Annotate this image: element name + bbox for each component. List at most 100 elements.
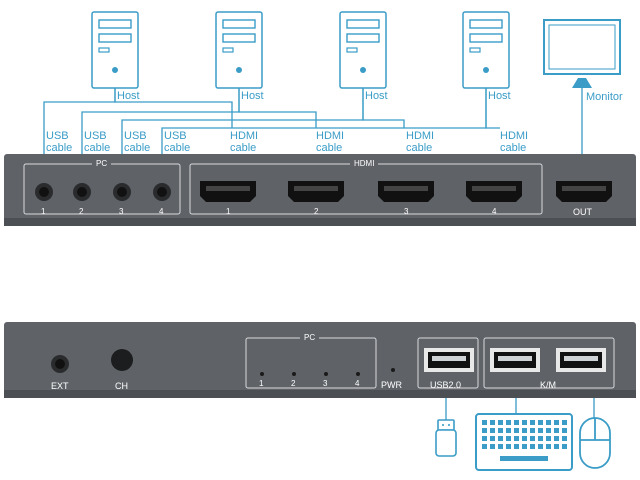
front-pc-port-label-1: 1 bbox=[41, 207, 46, 216]
keyboard-key bbox=[498, 436, 503, 441]
rear-ext-label: EXT bbox=[51, 381, 69, 391]
rear-pc-led-label-3: 3 bbox=[323, 379, 328, 388]
keyboard-key bbox=[506, 436, 511, 441]
monitor-icon bbox=[543, 19, 621, 88]
keyboard-key bbox=[490, 420, 495, 425]
keyboard-key bbox=[482, 428, 487, 433]
front-hdmi-port-label-2: 2 bbox=[314, 207, 319, 216]
keyboard-key bbox=[506, 428, 511, 433]
keyboard-key bbox=[514, 420, 519, 425]
host-tower-2 bbox=[215, 11, 263, 89]
keyboard-key bbox=[522, 444, 527, 449]
keyboard-key bbox=[514, 436, 519, 441]
keyboard-key bbox=[522, 420, 527, 425]
pc-port-2 bbox=[73, 183, 91, 201]
keyboard-key bbox=[514, 444, 519, 449]
keyboard-key bbox=[538, 444, 543, 449]
rear-panel bbox=[4, 322, 636, 398]
keyboard-key bbox=[506, 420, 511, 425]
keyboard-key bbox=[490, 436, 495, 441]
front-pc-port-label-4: 4 bbox=[159, 207, 164, 216]
rear-usb-label: USB2.0 bbox=[430, 380, 462, 390]
usb-cable-3-line1: USB bbox=[124, 130, 147, 142]
front-pc-port-label-2: 2 bbox=[79, 207, 84, 216]
ext-jack bbox=[51, 355, 69, 373]
usb-cable-4-line1: USB bbox=[164, 130, 187, 142]
rear-pc-led-label-2: 2 bbox=[291, 379, 296, 388]
hdmi-port-4 bbox=[466, 181, 522, 202]
keyboard-key bbox=[498, 428, 503, 433]
keyboard-key bbox=[522, 436, 527, 441]
usb-cable-2-line1: USB bbox=[84, 130, 107, 142]
keyboard-key bbox=[538, 428, 543, 433]
rear-km-label: K/M bbox=[540, 380, 557, 390]
hdmi-cable-4-line1: HDMI bbox=[500, 130, 529, 142]
keyboard-key bbox=[530, 444, 535, 449]
keyboard-key bbox=[554, 444, 559, 449]
keyboard-key bbox=[498, 420, 503, 425]
keyboard-key bbox=[546, 444, 551, 449]
keyboard-key bbox=[546, 420, 551, 425]
usb-cable-1-line2: cable bbox=[46, 142, 73, 154]
front-hdmi-group-label: HDMI bbox=[350, 160, 379, 168]
keyboard-key bbox=[530, 436, 535, 441]
pc-port-1 bbox=[35, 183, 53, 201]
km-port-2 bbox=[556, 348, 606, 372]
host-tower-4 bbox=[462, 11, 510, 89]
usb-cable-2-line2: cable bbox=[84, 142, 111, 154]
front-pc-port-label-3: 3 bbox=[119, 207, 124, 216]
keyboard-key bbox=[538, 420, 543, 425]
keyboard-key bbox=[482, 420, 487, 425]
hdmi-cable-3-line1: HDMI bbox=[406, 130, 435, 142]
host-tower-1 bbox=[91, 11, 139, 89]
keyboard-key bbox=[554, 420, 559, 425]
rear-pc-group-label: PC bbox=[300, 334, 320, 342]
front-hdmi-port-label-4: 4 bbox=[492, 207, 497, 216]
keyboard-key bbox=[506, 444, 511, 449]
keyboard-key bbox=[482, 444, 487, 449]
hdmi-cable-2-line2: cable bbox=[316, 142, 343, 154]
front-panel bbox=[4, 154, 636, 226]
usb-cable-1-line1: USB bbox=[46, 130, 69, 142]
host-tower-3 bbox=[339, 11, 387, 89]
keyboard-key bbox=[546, 436, 551, 441]
km-port-1 bbox=[490, 348, 540, 372]
front-pc-group-label: PC bbox=[92, 160, 112, 168]
hdmi-cable-4-line2: cable bbox=[500, 142, 527, 154]
front-hdmi-port-label-3: 3 bbox=[404, 207, 409, 216]
keyboard-key bbox=[498, 444, 503, 449]
keyboard-key bbox=[530, 420, 535, 425]
keyboard-key bbox=[554, 428, 559, 433]
front-hdmi-port-label-1: 1 bbox=[226, 207, 231, 216]
keyboard-key bbox=[562, 420, 567, 425]
monitor-label: Monitor bbox=[586, 91, 623, 103]
keyboard-key bbox=[562, 444, 567, 449]
hdmi-cable-1-line2: cable bbox=[230, 142, 257, 154]
host-label-1: Host bbox=[117, 90, 140, 102]
hdmi-port-1 bbox=[200, 181, 256, 202]
host-label-4: Host bbox=[488, 90, 511, 102]
keyboard-key bbox=[562, 428, 567, 433]
host-label-3: Host bbox=[365, 90, 388, 102]
cable-lines bbox=[43, 88, 583, 154]
keyboard-key bbox=[514, 428, 519, 433]
hdmi-cable-3-line2: cable bbox=[406, 142, 433, 154]
rear-ch-label: CH bbox=[115, 381, 128, 391]
keyboard-key bbox=[530, 428, 535, 433]
keyboard-key bbox=[522, 428, 527, 433]
keyboard-key bbox=[554, 436, 559, 441]
hdmi-port-3 bbox=[378, 181, 434, 202]
keyboard-key bbox=[490, 428, 495, 433]
ch-button bbox=[111, 349, 133, 371]
keyboard-key bbox=[538, 436, 543, 441]
hdmi-cable-2-line1: HDMI bbox=[316, 130, 345, 142]
peripheral-lines bbox=[445, 398, 595, 420]
rear-pwr-label: PWR bbox=[381, 380, 402, 390]
usb-drive-icon bbox=[435, 419, 457, 457]
keyboard-key bbox=[562, 436, 567, 441]
hdmi-cable-1-line1: HDMI bbox=[230, 130, 259, 142]
pc-port-4 bbox=[153, 183, 171, 201]
usb-port bbox=[424, 348, 474, 372]
hdmi-port-2 bbox=[288, 181, 344, 202]
rear-pc-led-label-4: 4 bbox=[355, 379, 360, 388]
